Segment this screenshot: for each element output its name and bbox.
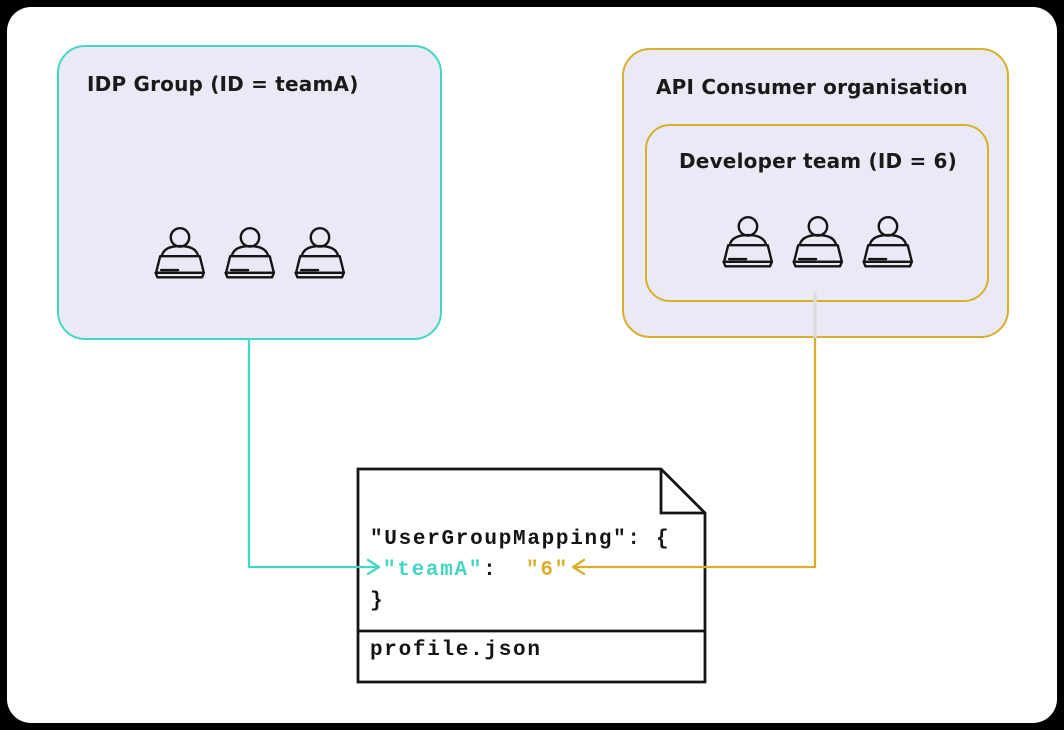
file-name-label: profile.json — [370, 639, 542, 662]
idp-group-box: IDP Group (ID = teamA) — [57, 45, 442, 340]
mapping-key-teamA: "teamA" — [383, 559, 484, 582]
mapping-value-6: "6" — [526, 559, 569, 582]
developer-team-title: Developer team (ID = 6) — [679, 149, 958, 173]
person-at-laptop-icon — [791, 215, 843, 268]
person-at-laptop-icon — [861, 215, 913, 268]
person-at-laptop-icon — [721, 215, 773, 268]
idp-group-title: IDP Group (ID = teamA) — [87, 72, 359, 96]
idp-group-members — [59, 225, 440, 281]
developer-team-box: Developer team (ID = 6) — [645, 124, 989, 302]
person-at-laptop-icon — [224, 226, 276, 279]
mapping-separator: : — [483, 559, 527, 582]
developer-team-members — [647, 214, 987, 270]
profile-json-file: "UserGroupMapping": { "teamA": "6" } pro… — [356, 467, 708, 685]
api-consumer-org-box: API Consumer organisation Developer team… — [622, 48, 1009, 338]
code-line-2: "teamA": "6" — [370, 555, 670, 586]
api-consumer-org-title: API Consumer organisation — [656, 75, 968, 99]
code-line-3: } — [370, 590, 385, 613]
person-at-laptop-icon — [294, 226, 346, 279]
person-at-laptop-icon — [154, 226, 206, 279]
user-group-mapping-code: "UserGroupMapping": { "teamA": "6" } — [370, 524, 670, 617]
code-line-1: "UserGroupMapping": { — [370, 528, 671, 551]
